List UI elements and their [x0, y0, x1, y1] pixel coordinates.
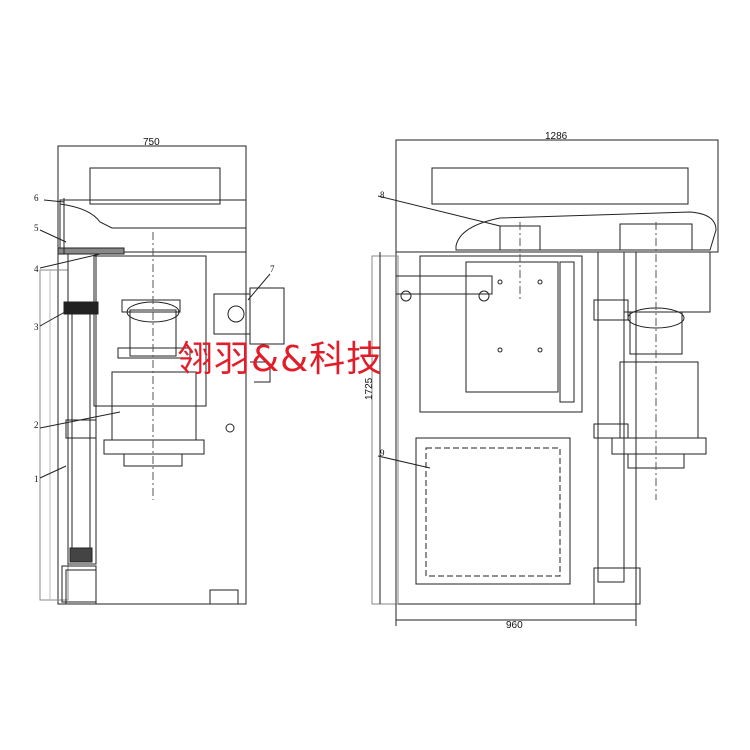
left-view — [39, 145, 285, 605]
callout-3: 3 — [34, 322, 39, 332]
callout-4: 4 — [34, 264, 39, 274]
callout-9: 9 — [380, 448, 385, 458]
callout-5: 5 — [34, 223, 39, 233]
callout-1: 1 — [34, 474, 39, 484]
right-lower-door — [415, 437, 571, 585]
right-upper-door — [419, 255, 583, 413]
callout-7: 7 — [270, 264, 275, 274]
dim-right-base-width: 960 — [506, 620, 523, 631]
dim-right-width: 1286 — [545, 131, 568, 142]
right-top-housing — [395, 139, 719, 253]
callout-8: 8 — [380, 190, 385, 200]
right-column — [597, 251, 625, 583]
left-cabinet — [57, 251, 247, 605]
callout-6: 6 — [34, 193, 39, 203]
right-view — [371, 139, 719, 626]
right-cabinet — [395, 251, 637, 605]
dim-left-width: 750 — [143, 137, 160, 148]
left-top-housing — [57, 145, 247, 253]
watermark-text: 翎羽&&科技 — [177, 339, 384, 380]
dim-right-height: 1725 — [364, 377, 375, 400]
callout-2: 2 — [34, 420, 39, 430]
